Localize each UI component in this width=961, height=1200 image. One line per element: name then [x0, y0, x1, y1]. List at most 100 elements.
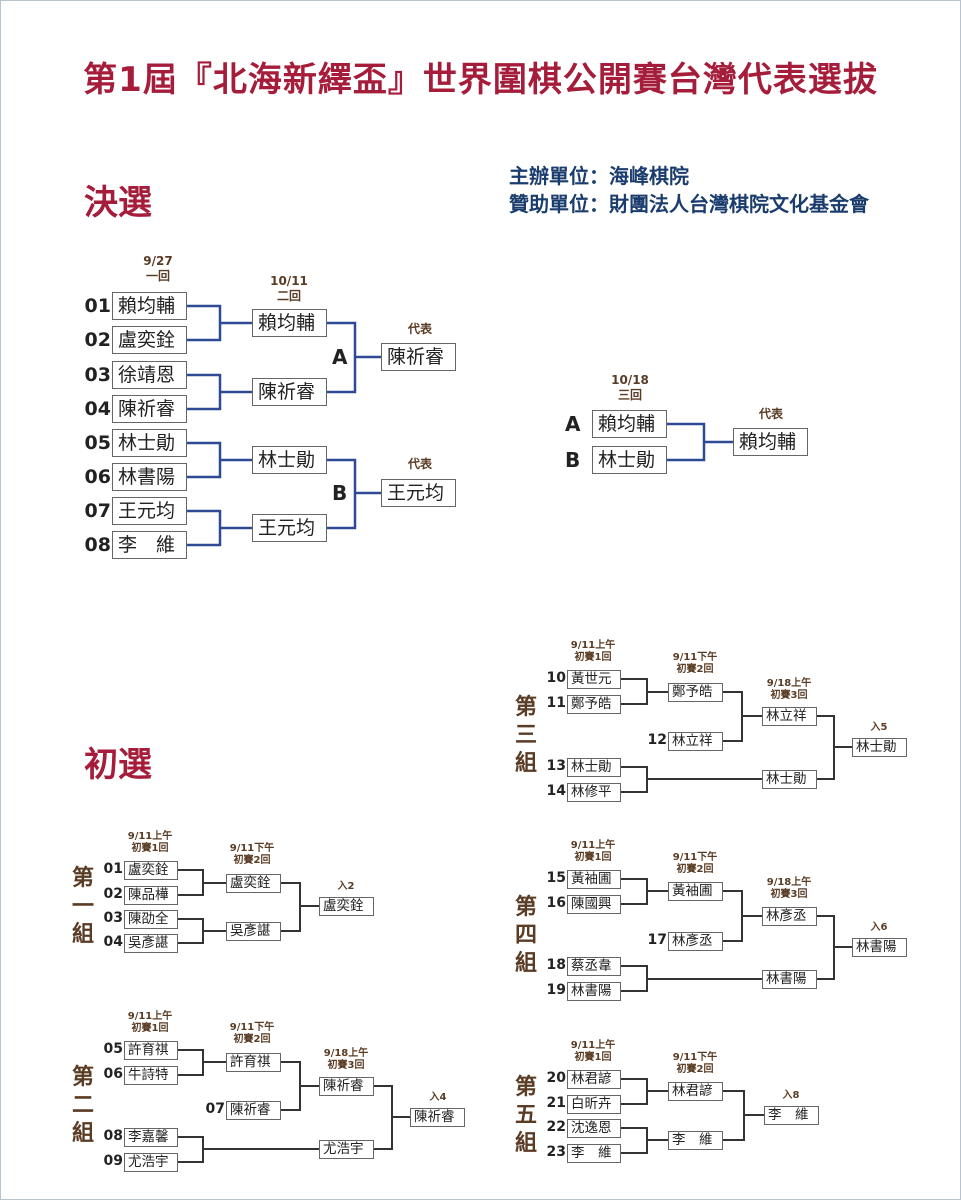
final-b-label: B — [565, 448, 581, 472]
entrant-name: 李 維 — [567, 1144, 621, 1163]
final-a-name: 賴均輔 — [592, 410, 667, 438]
final-b-name: 林士勛 — [592, 446, 667, 474]
entrant-name: 蔡丞韋 — [567, 957, 621, 976]
g3-r3-header: 9/18上午 初賽3回 — [766, 678, 812, 701]
entrant-number: 08 — [103, 1128, 123, 1144]
entrant-number: 17 — [647, 932, 667, 948]
r3-entrant: 尤浩宇 — [319, 1140, 374, 1159]
entrant-number: 02 — [84, 329, 111, 351]
entrant-name: 沈逸恩 — [567, 1119, 621, 1138]
entrant-number: 02 — [103, 886, 123, 902]
sponsor-text: 贊助單位：財團法人台灣棋院文化基金會 — [509, 192, 869, 216]
entrant-name: 黃世元 — [567, 670, 621, 689]
g4-r3-header: 9/18上午 初賽3回 — [766, 877, 812, 900]
entrant-name: 李 維 — [112, 531, 187, 559]
entrant-name: 鄭予皓 — [567, 695, 621, 714]
entrant-number: 07 — [205, 1101, 225, 1117]
g3-r1-header: 9/11上午 初賽1回 — [570, 640, 616, 663]
block-a-label: A — [332, 345, 348, 369]
entrant-number: 03 — [103, 910, 123, 926]
block-a-rep: 陳祈睿 — [381, 343, 456, 371]
r2-winner: 許育祺 — [226, 1053, 281, 1072]
g4-r2-header: 9/11下午 初賽2回 — [672, 852, 718, 875]
entrant-number: 01 — [84, 295, 111, 317]
qualifier-label: 入5 — [870, 722, 888, 733]
round-name: 一回 — [145, 269, 170, 283]
qualifier-name: 林士勛 — [852, 738, 907, 757]
entrant-number: 18 — [546, 957, 566, 973]
group2-label: 第 二 組 — [71, 1065, 94, 1146]
entrant-number: 12 — [647, 732, 667, 748]
entrant-number: 04 — [84, 398, 111, 420]
r2-winner: 盧奕銓 — [226, 874, 281, 893]
finals-r3-header: 10/18 三回 — [600, 373, 660, 403]
block-b-label: B — [332, 481, 348, 505]
entrant-name: 王元均 — [112, 497, 187, 525]
round-name: 二回 — [276, 289, 301, 303]
entrant-number: 05 — [84, 432, 111, 454]
entrant-name: 陳祈睿 — [226, 1101, 281, 1120]
qualifier-name: 盧奕銓 — [319, 897, 374, 916]
page-title: 第1屆『北海新繹盃』世界圍棋公開賽台灣代表選拔 — [83, 60, 878, 100]
g1-r2-header: 9/11下午 初賽2回 — [229, 843, 275, 866]
entrant-name: 李嘉馨 — [124, 1128, 178, 1147]
r2-winner: 鄭予皓 — [668, 683, 723, 702]
round-date: 10/11 — [270, 274, 308, 288]
r2-winner: 李 維 — [668, 1131, 723, 1150]
final-a-label: A — [565, 412, 581, 436]
r3-entrant: 林立祥 — [762, 707, 817, 726]
round-name: 三回 — [617, 388, 642, 402]
g4-r1-header: 9/11上午 初賽1回 — [570, 840, 616, 863]
entrant-name: 吳彥諶 — [124, 934, 178, 953]
entrant-name: 林立祥 — [668, 732, 723, 751]
rep-label: 代表 — [407, 457, 432, 471]
rep-label: 代表 — [407, 322, 432, 336]
organizer-text: 主辦單位：海峰棋院 — [509, 164, 689, 188]
entrant-number: 22 — [546, 1119, 566, 1135]
entrant-number: 21 — [546, 1095, 566, 1111]
entrant-number: 06 — [84, 466, 111, 488]
qualifier-label: 入2 — [337, 881, 355, 892]
group1-label: 第 一 組 — [71, 866, 94, 947]
entrant-name: 黃袖圃 — [567, 870, 621, 889]
entrant-number: 06 — [103, 1066, 123, 1082]
entrant-number: 23 — [546, 1144, 566, 1160]
entrant-name: 白昕卉 — [567, 1095, 621, 1114]
group3-label: 第 三 組 — [514, 695, 537, 776]
entrant-number: 11 — [546, 695, 566, 711]
r2-winner: 陳祈睿 — [252, 378, 327, 406]
finals-connectors — [186, 304, 733, 547]
g2-r3-header: 9/18上午 初賽3回 — [323, 1048, 369, 1071]
entrant-name: 林書陽 — [567, 982, 621, 1001]
entrant-name: 賴均輔 — [112, 292, 187, 320]
entrant-number: 15 — [546, 870, 566, 886]
entrant-number: 05 — [103, 1041, 123, 1057]
entrant-number: 19 — [546, 982, 566, 998]
entrant-number: 10 — [546, 670, 566, 686]
g2-r1-header: 9/11上午 初賽1回 — [127, 1011, 173, 1034]
entrant-name: 尤浩宇 — [124, 1153, 178, 1172]
entrant-number: 07 — [84, 500, 111, 522]
r2-winner: 林士勛 — [252, 446, 327, 474]
qualifier-name: 林書陽 — [852, 938, 907, 957]
entrant-name: 牛詩特 — [124, 1066, 178, 1085]
group4-label: 第 四 組 — [514, 895, 537, 976]
entrant-name: 林彥丞 — [668, 932, 723, 951]
round-date: 10/18 — [611, 373, 649, 387]
entrant-name: 林士勛 — [567, 758, 621, 777]
r3-entrant: 林彥丞 — [762, 907, 817, 926]
entrant-name: 盧奕銓 — [124, 861, 178, 880]
g2-r2-header: 9/11下午 初賽2回 — [229, 1022, 275, 1045]
entrant-name: 林修平 — [567, 783, 621, 802]
r3-entrant: 林書陽 — [762, 970, 817, 989]
entrant-name: 陳國興 — [567, 895, 621, 914]
prelim-connectors — [177, 678, 852, 1163]
entrant-name: 林書陽 — [112, 463, 187, 491]
final-rep: 賴均輔 — [733, 428, 808, 456]
entrant-number: 03 — [84, 364, 111, 386]
entrant-name: 陳品樺 — [124, 886, 178, 905]
round-date: 9/27 — [143, 254, 173, 268]
entrant-name: 林士勛 — [112, 429, 187, 457]
qualifier-name: 陳祈睿 — [410, 1108, 465, 1127]
